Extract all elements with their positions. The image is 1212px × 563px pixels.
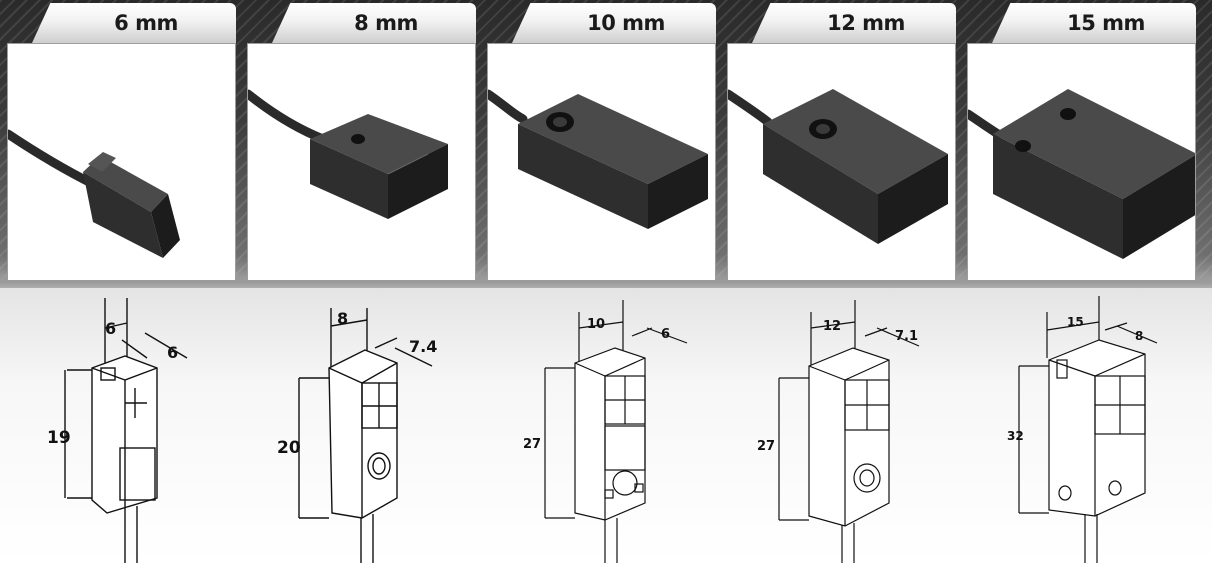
sensor-photo	[727, 43, 956, 281]
depth-dimension: 6	[167, 343, 178, 362]
depth-dimension: 7.1	[895, 329, 918, 344]
size-label: 10 mm	[587, 11, 665, 35]
dimension-drawing: 12 7.1 27	[727, 288, 956, 563]
size-tab: 6 mm	[32, 3, 236, 43]
sensor-photo	[487, 43, 716, 281]
width-dimension: 10	[587, 317, 605, 332]
dimension-drawing: 6 6 19	[7, 288, 236, 563]
size-label: 12 mm	[827, 11, 905, 35]
sensor-photo	[247, 43, 476, 281]
height-dimension: 27	[757, 439, 775, 454]
size-column-12mm: 12 mm	[720, 0, 956, 563]
sensor-photo	[967, 43, 1196, 281]
width-dimension: 12	[823, 319, 841, 334]
depth-dimension: 6	[661, 327, 670, 342]
height-dimension: 20	[277, 438, 301, 458]
size-column-15mm: 15 mm	[960, 0, 1196, 563]
height-dimension: 19	[47, 428, 71, 448]
size-tab: 12 mm	[752, 3, 956, 43]
size-label: 15 mm	[1067, 11, 1145, 35]
depth-dimension: 7.4	[409, 337, 437, 356]
dimension-drawing: 8 7.4 20	[247, 288, 476, 563]
dimension-drawing: 10 6 27	[487, 288, 716, 563]
size-label: 6 mm	[114, 11, 178, 35]
height-dimension: 27	[523, 437, 541, 452]
width-dimension: 15	[1067, 315, 1084, 329]
width-dimension: 8	[337, 309, 348, 328]
size-column-10mm: 10 mm	[480, 0, 716, 563]
size-column-6mm: 6 mm	[0, 0, 236, 563]
size-tab: 8 mm	[272, 3, 476, 43]
size-label: 8 mm	[354, 11, 418, 35]
depth-dimension: 8	[1135, 329, 1143, 343]
dimension-drawing: 15 8 32	[967, 288, 1196, 563]
size-tab: 10 mm	[512, 3, 716, 43]
width-dimension: 6	[105, 319, 116, 338]
height-dimension: 32	[1007, 429, 1024, 443]
size-tab: 15 mm	[992, 3, 1196, 43]
size-column-8mm: 8 mm	[240, 0, 476, 563]
sensor-photo	[7, 43, 236, 281]
